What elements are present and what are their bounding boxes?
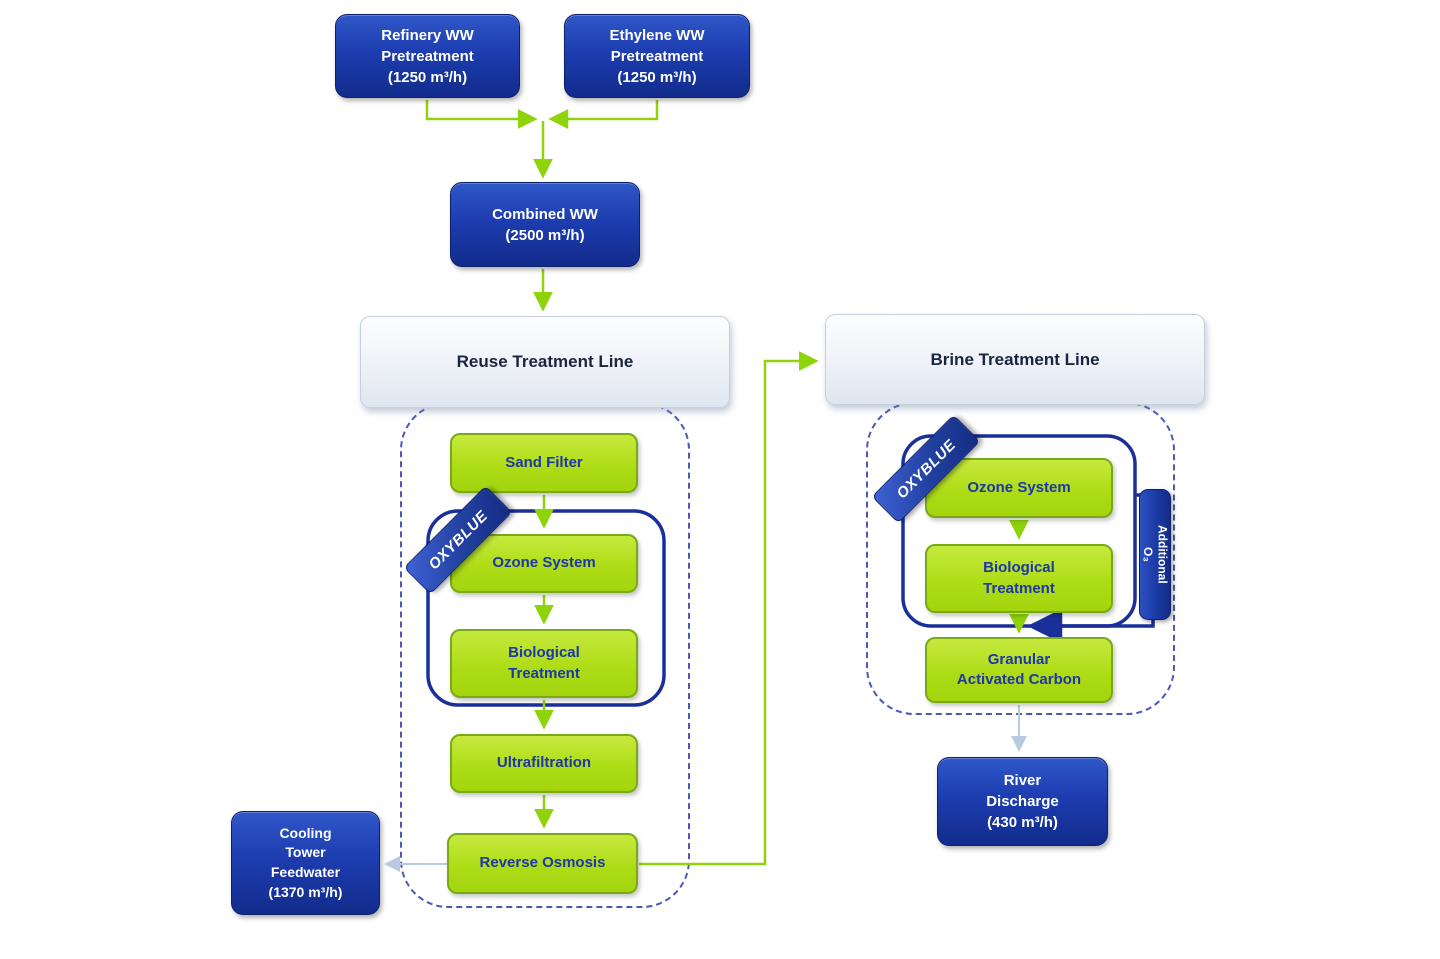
reuse-treatment-line-header: Reuse Treatment Line — [360, 316, 730, 408]
arrow-ethylene-to-junction — [548, 100, 659, 129]
brine-treatment-line-header: Brine Treatment Line — [825, 314, 1205, 405]
node-ethylene-ww-pretreatment: Ethylene WW Pretreatment (1250 m³/h) — [564, 14, 750, 98]
node-cooling-tower-feedwater: Cooling Tower Feedwater (1370 m³/h) — [231, 811, 380, 915]
additional-o3-badge: Additional O₃ — [1139, 489, 1171, 620]
node-granular-activated-carbon: Granular Activated Carbon — [925, 637, 1113, 703]
arrow-ro-to-brine-line — [639, 351, 819, 866]
node-ultrafiltration: Ultrafiltration — [450, 734, 638, 793]
node-river-discharge: River Discharge (430 m³/h) — [937, 757, 1108, 846]
node-ozone-system-brine: Ozone System — [925, 458, 1113, 518]
node-biological-treatment-brine: Biological Treatment — [925, 544, 1113, 613]
node-ozone-system-reuse: Ozone System — [450, 534, 638, 593]
node-refinery-ww-pretreatment: Refinery WW Pretreatment (1250 m³/h) — [335, 14, 520, 98]
node-combined-ww: Combined WW (2500 m³/h) — [450, 182, 640, 267]
node-reverse-osmosis: Reverse Osmosis — [447, 833, 638, 894]
node-sand-filter: Sand Filter — [450, 433, 638, 493]
arrow-refinery-to-junction — [425, 100, 538, 129]
node-biological-treatment-reuse: Biological Treatment — [450, 629, 638, 698]
